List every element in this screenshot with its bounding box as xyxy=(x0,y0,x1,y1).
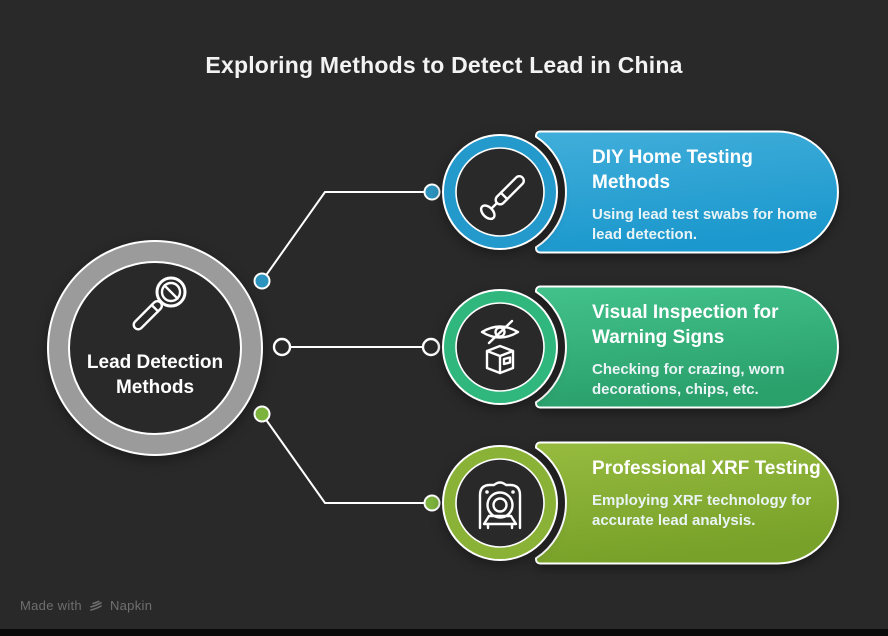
dot-green-near-center xyxy=(253,405,271,423)
branch-card-visual-inspection xyxy=(442,285,839,409)
dot-blue-near-branch xyxy=(423,183,441,201)
branch-card-xrf xyxy=(442,441,839,565)
branch-description: Employing XRF technology for accurate le… xyxy=(592,492,812,529)
napkin-logo-icon xyxy=(90,600,102,611)
branch-card-diy xyxy=(442,130,839,254)
made-with-text: Made with xyxy=(20,598,82,613)
central-node xyxy=(47,240,263,456)
branch-title: Visual Inspection for Warning Signs xyxy=(592,302,779,348)
bottom-bar xyxy=(0,629,888,636)
central-node-label: Lead Detection Methods xyxy=(86,352,224,398)
dot-open-near-center xyxy=(272,337,292,357)
branch-text-xrf: Professional XRF Testing Employing XRF t… xyxy=(592,456,828,531)
branch-title: Professional XRF Testing xyxy=(592,458,821,479)
magnifier-no-lead-icon xyxy=(132,276,187,331)
page-title: Exploring Methods to Detect Lead in Chin… xyxy=(205,52,683,78)
napkin-brand-text: Napkin xyxy=(109,598,153,613)
branch-text-diy: DIY Home Testing Methods Using lead test… xyxy=(592,145,828,245)
branch-description: Using lead test swabs for home lead dete… xyxy=(592,206,818,243)
branch-card-shape xyxy=(535,285,839,409)
dot-blue-near-center xyxy=(253,272,271,290)
branch-card-shape xyxy=(535,441,839,565)
branch-card-shape xyxy=(535,130,839,254)
dot-open-near-branch xyxy=(421,337,441,357)
dot-green-near-branch xyxy=(423,494,441,512)
lead-test-swab-icon xyxy=(479,175,525,221)
xrf-scanner-icon xyxy=(478,481,522,530)
connector-branch-3 xyxy=(261,413,428,504)
central-inner-disc xyxy=(68,261,242,435)
made-with-napkin-credit: Made with Napkin xyxy=(20,598,152,613)
branch-text-visual-inspection: Visual Inspection for Warning Signs Chec… xyxy=(592,300,828,400)
branch-description: Checking for crazing, worn decorations, … xyxy=(592,361,785,398)
branch-title: DIY Home Testing Methods xyxy=(592,147,753,193)
box-inspection-eye-icon xyxy=(480,319,520,375)
branch-icon-disc xyxy=(455,458,545,548)
connector-lines xyxy=(253,183,441,512)
connector-branch-1 xyxy=(261,191,428,282)
